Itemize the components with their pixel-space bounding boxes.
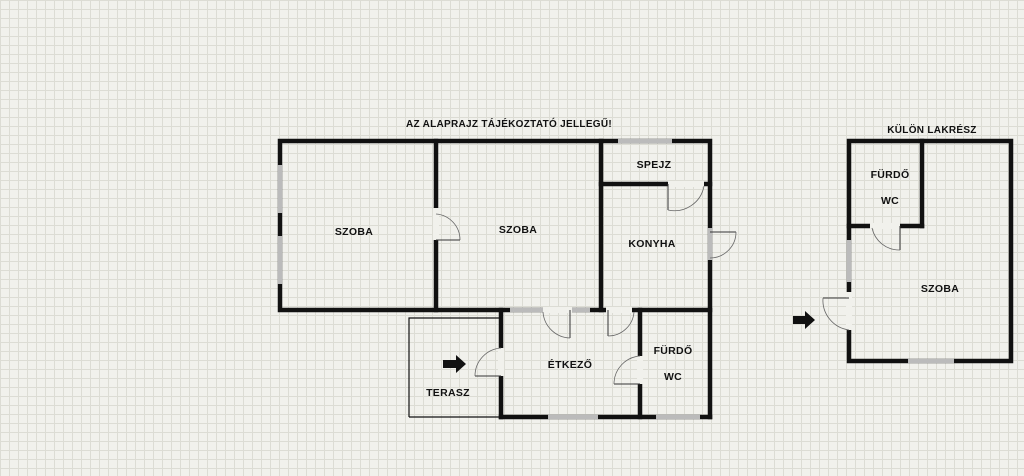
- room-label-spejz: SPEJZ: [637, 159, 672, 171]
- room-label-szoba-2: SZOBA: [499, 224, 537, 236]
- room-label-furdo-2: FÜRDŐ: [871, 168, 910, 181]
- arrow-right-icon: [443, 355, 466, 373]
- room-label-etkezo: ÉTKEZŐ: [548, 358, 592, 371]
- room-label-furdo-1: FÜRDŐ: [654, 344, 693, 357]
- separate-unit-windows: [846, 240, 954, 364]
- arrow-right-icon: [793, 311, 815, 329]
- room-label-terasz: TERASZ: [426, 387, 470, 399]
- room-label-szoba-3: SZOBA: [921, 283, 959, 295]
- plan-notice: AZ ALAPRAJZ TÁJÉKOZTATÓ JELLEGŰ!: [406, 117, 612, 130]
- separate-unit-doors: [822, 223, 901, 331]
- room-label-wc-1: WC: [664, 371, 682, 383]
- room-label-konyha: KONYHA: [628, 238, 675, 250]
- main-house-doors: [433, 181, 737, 385]
- separate-unit-title: KÜLÖN LAKRÉSZ: [887, 123, 976, 136]
- room-label-szoba-1: SZOBA: [335, 226, 373, 238]
- room-label-wc-2: WC: [881, 195, 899, 207]
